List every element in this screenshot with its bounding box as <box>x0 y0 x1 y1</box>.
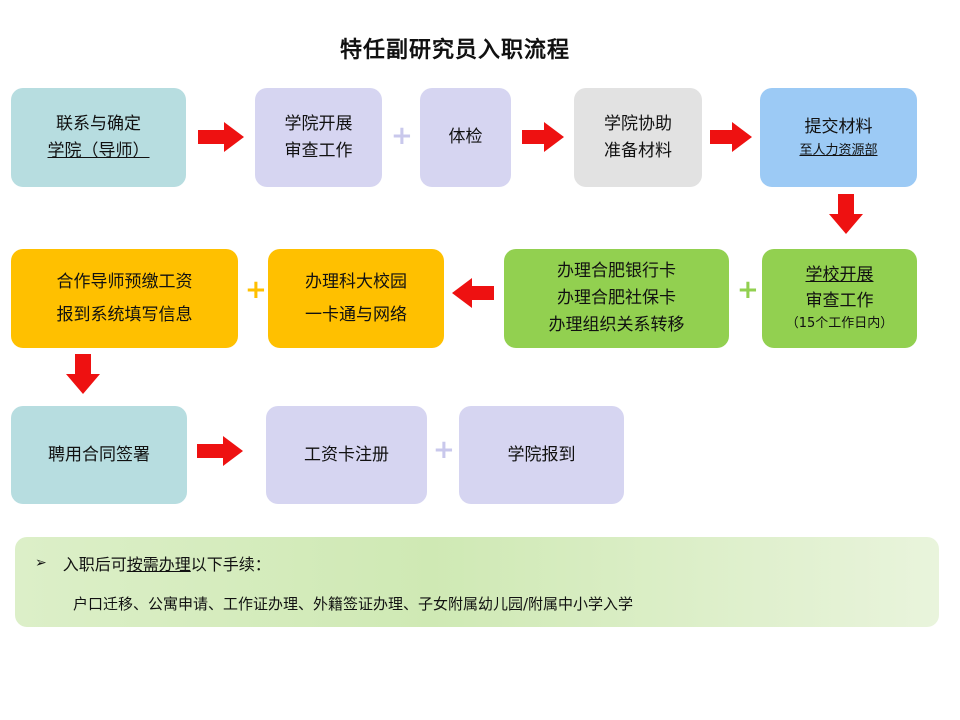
step-bank-line2: 办理合肥社保卡 <box>557 287 676 308</box>
step-campus-card: 办理科大校园 一卡通与网络 <box>268 249 444 348</box>
step-submit: 提交材料 至人力资源部 <box>760 88 917 187</box>
red-block-arrow-icon <box>452 278 494 308</box>
note-head-underlined: 按需办理 <box>126 555 191 574</box>
step-report: 学院报到 <box>459 406 624 504</box>
step-college-assist-line1: 学院协助 <box>604 114 672 135</box>
step-medical-line1: 体检 <box>448 127 483 148</box>
red-block-arrow-icon <box>829 194 863 234</box>
step-contact-line1: 联系与确定 <box>56 114 141 135</box>
red-block-arrow-icon <box>522 122 564 152</box>
optional-procedures-note: ➢ 入职后可按需办理以下手续： 户口迁移、公寓申请、工作证办理、外籍签证办理、子… <box>15 537 939 627</box>
step-school-review-line3: （15个工作日内） <box>785 316 894 332</box>
red-block-arrow-icon <box>197 436 243 466</box>
step-report-line1: 学院报到 <box>507 444 576 465</box>
step-advisor-pay: 合作导师预缴工资 报到系统填写信息 <box>11 249 238 348</box>
step-submit-line1: 提交材料 <box>804 117 873 138</box>
note-heading: ➢ 入职后可按需办理以下手续： <box>35 551 919 575</box>
step-advisor-pay-line2: 报到系统填写信息 <box>56 304 193 325</box>
step-contract-line1: 聘用合同签署 <box>48 444 150 465</box>
note-body: 户口迁移、公寓申请、工作证办理、外籍签证办理、子女附属幼儿园/附属中小学入学 <box>73 595 634 613</box>
step-advisor-pay-line1: 合作导师预缴工资 <box>56 272 193 293</box>
plus-icon: + <box>737 275 759 305</box>
note-head-pre: 入职后可 <box>62 555 127 574</box>
red-block-arrow-icon <box>66 354 100 394</box>
page-title: 特任副研究员入职流程 <box>339 38 570 63</box>
plus-icon: + <box>391 121 413 151</box>
step-school-review: 学校开展 审查工作 （15个工作日内） <box>762 249 917 348</box>
red-block-arrow-icon <box>198 122 244 152</box>
step-contract: 聘用合同签署 <box>11 406 187 504</box>
step-college-review-line2: 审查工作 <box>284 140 353 161</box>
step-college-review: 学院开展 审查工作 <box>255 88 382 187</box>
step-medical: 体检 <box>420 88 511 187</box>
step-submit-line2: 至人力资源部 <box>799 142 878 158</box>
step-contact: 联系与确定 学院（导师） <box>11 88 186 187</box>
step-contact-line2: 学院（导师） <box>47 140 150 161</box>
step-school-review-line1: 学校开展 <box>805 265 874 286</box>
step-campus-card-line2: 一卡通与网络 <box>305 304 407 325</box>
step-college-review-line1: 学院开展 <box>284 114 353 135</box>
step-bank: 办理合肥银行卡 办理合肥社保卡 办理组织关系转移 <box>504 249 729 348</box>
note-head-post: 以下手续： <box>190 555 271 574</box>
step-college-assist-line2: 准备材料 <box>604 140 672 161</box>
step-salary-card-line1: 工资卡注册 <box>304 444 389 465</box>
step-salary-card: 工资卡注册 <box>266 406 427 504</box>
step-bank-line1: 办理合肥银行卡 <box>557 260 676 281</box>
step-campus-card-line1: 办理科大校园 <box>305 272 407 293</box>
plus-icon: + <box>245 275 267 305</box>
step-bank-line3: 办理组织关系转移 <box>548 315 685 336</box>
red-block-arrow-icon <box>710 122 752 152</box>
step-school-review-line2: 审查工作 <box>805 290 874 311</box>
bullet-arrow-icon: ➢ <box>35 555 47 571</box>
plus-icon: + <box>433 435 455 465</box>
step-college-assist: 学院协助 准备材料 <box>574 88 702 187</box>
